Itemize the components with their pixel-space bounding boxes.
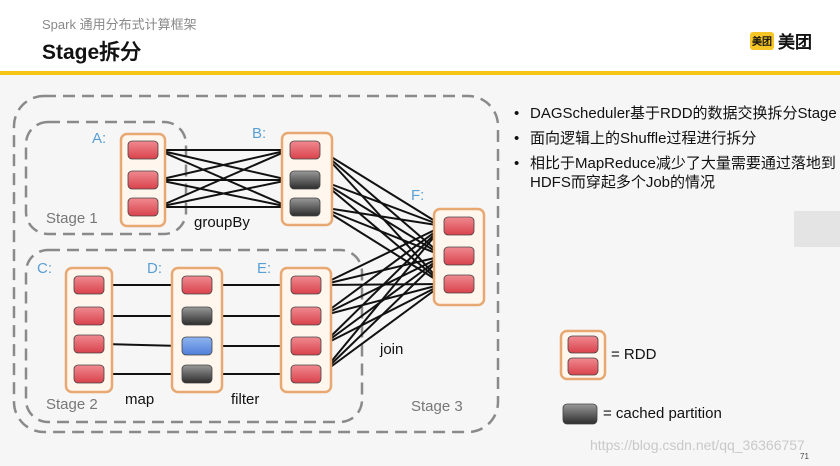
dependency-edges (103, 146, 444, 378)
side-panel-tab[interactable] (794, 211, 840, 247)
legend-rdd-label: = RDD (611, 346, 657, 363)
rdd-b-partition (289, 170, 321, 190)
edge-e-f (320, 225, 444, 317)
bullet-item: 面向逻辑上的Shuffle过程进行拆分 (510, 129, 840, 148)
rdd-label-a: A: (92, 130, 106, 147)
rdd-a-partition (127, 170, 159, 190)
logo-badge: 美团 (750, 31, 774, 50)
op-label-groupby: groupBy (194, 214, 250, 231)
bullet-item: DAGScheduler基于RDD的数据交换拆分Stage (510, 104, 840, 123)
edge-b-f (319, 149, 444, 227)
logo-text: 美团 (778, 33, 812, 52)
bullet-item: 相比于MapReduce减少了大量需要通过落地到HDFS而穿起多个Job的情况 (510, 154, 840, 192)
edge-e-f (320, 280, 444, 289)
edge-b-f (319, 179, 444, 228)
rdd-d-partition (181, 306, 213, 326)
rdd-e (279, 266, 333, 394)
rdd-d-partition (181, 275, 213, 295)
rdd-a-partition (127, 140, 159, 160)
edge-e-f (320, 255, 444, 375)
rdd-d-partition (181, 336, 213, 356)
slide-header: Spark 通用分布式计算框架 Stage拆分 美团 美团 (0, 0, 840, 72)
stage-label-1: Stage 1 (46, 210, 98, 227)
rdd-a-partition (127, 197, 159, 217)
edge-e-f (320, 225, 444, 375)
edge-a-b (157, 147, 290, 181)
op-label-filter: filter (231, 391, 259, 408)
rdd-d-partition (181, 364, 213, 384)
meituan-logo: 美团 美团 (750, 28, 812, 53)
rdd-b-partition (289, 140, 321, 160)
bullet-list: DAGScheduler基于RDD的数据交换拆分Stage 面向逻辑上的Shuf… (510, 104, 840, 198)
legend-cached-swatch (562, 403, 598, 425)
edge-c-d (103, 341, 182, 350)
rdd-f-partition (443, 216, 475, 236)
page-number: 71 (800, 452, 809, 461)
edge-b-f (319, 206, 444, 258)
rdd-e-partition (290, 364, 322, 384)
rdd-f-partition (443, 274, 475, 294)
rdd-label-c: C: (37, 260, 52, 277)
watermark-text: https://blog.csdn.net/qq_36366757 (590, 437, 805, 453)
slide-title: Stage拆分 (42, 41, 142, 64)
stage-label-2: Stage 2 (46, 396, 98, 413)
rdd-label-e: E: (257, 260, 271, 277)
rdd-c-partition (73, 364, 105, 384)
legend-rdd-partition (567, 357, 599, 376)
rdd-f-partition (443, 246, 475, 266)
edge-e-f (320, 225, 444, 286)
stage-1-boundary (24, 120, 188, 236)
rdd-e-partition (290, 306, 322, 326)
rdd-label-d: D: (147, 260, 162, 277)
edge-e-f (320, 225, 444, 347)
edge-e-f (320, 283, 444, 375)
rdd-b-partition (289, 197, 321, 217)
op-label-join: join (379, 341, 403, 358)
edge-b-f (319, 206, 444, 229)
rdd-label-f: F: (411, 187, 424, 204)
stage-2-boundary (24, 248, 364, 424)
stage-label-3: Stage 3 (411, 398, 463, 415)
rdd-d (170, 266, 224, 394)
rdd-c-partition (73, 306, 105, 326)
legend-rdd-partition (567, 335, 599, 354)
edge-a-b (157, 149, 290, 208)
stage-3-boundary (12, 94, 500, 434)
rdd-label-b: B: (252, 125, 266, 142)
edge-a-b (157, 177, 290, 208)
rdd-c (64, 266, 114, 394)
legend-cached-label: = cached partition (603, 405, 722, 422)
rdd-nodes (64, 131, 486, 394)
rdd-e-partition (290, 275, 322, 295)
edge-b-f (319, 179, 444, 257)
rdd-e-partition (290, 336, 322, 356)
slide-supertitle: Spark 通用分布式计算框架 (42, 17, 197, 32)
rdd-c-partition (73, 275, 105, 295)
header-divider (0, 71, 840, 75)
rdd-c-partition (73, 334, 105, 354)
op-label-map: map (125, 391, 154, 408)
